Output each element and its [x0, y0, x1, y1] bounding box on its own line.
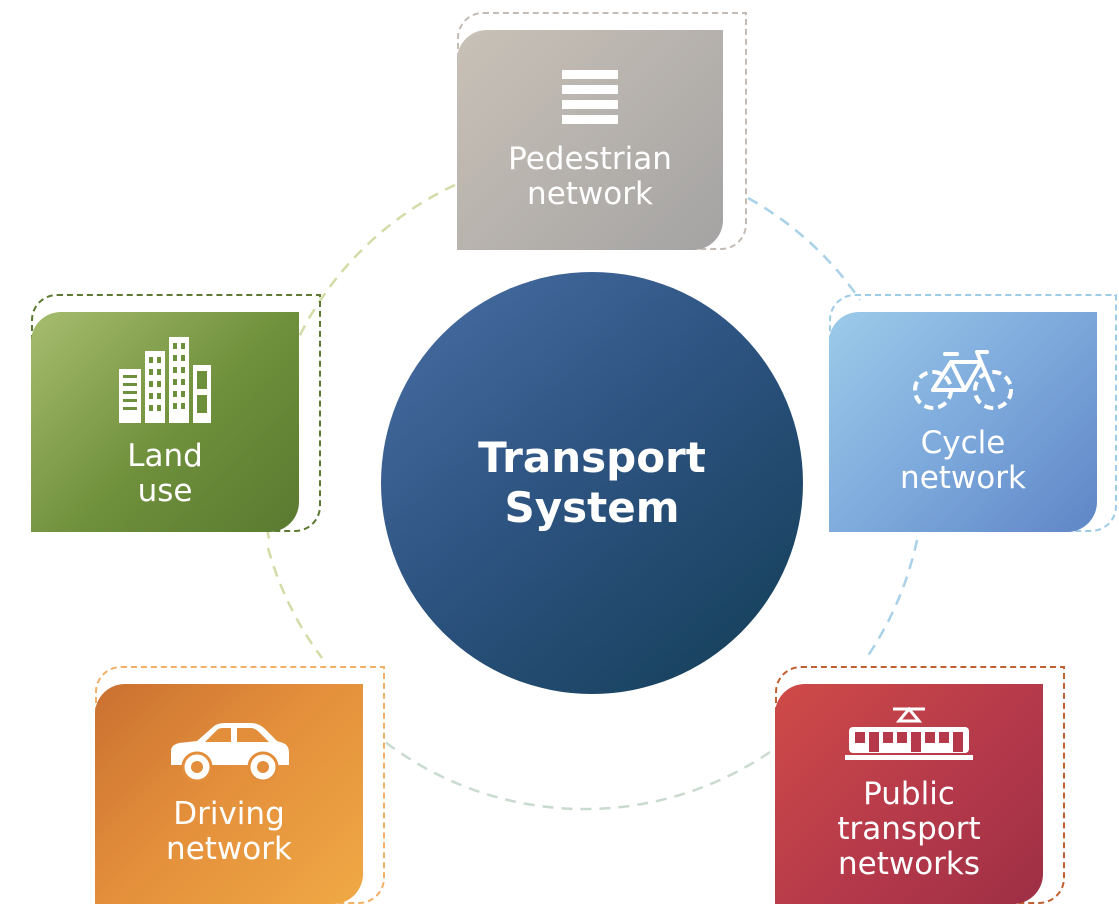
car-icon: [171, 723, 289, 783]
cycle-label: Cycle network: [900, 426, 1026, 496]
land-label-line1: Land: [127, 438, 203, 474]
cycle-network-node: Cycle network: [829, 294, 1117, 532]
land-use-node: Land use: [31, 294, 321, 532]
driving-label-line2: network: [166, 831, 292, 867]
center-title: Transport System: [462, 433, 722, 533]
cycle-label-line2: network: [900, 460, 1026, 496]
public-fill: Public transport networks: [775, 684, 1043, 904]
pedestrian-fill: Pedestrian network: [457, 30, 723, 250]
land-label-line2: use: [137, 473, 193, 509]
pedestrian-label: Pedestrian network: [508, 142, 672, 212]
center-title-line1: Transport: [478, 433, 706, 482]
bicycle-icon: [913, 350, 1013, 410]
public-transport-node: Public transport networks: [775, 666, 1065, 904]
public-label-line1: Public: [863, 775, 955, 812]
driving-network-node: Driving network: [95, 666, 385, 904]
public-label-line2: transport: [837, 810, 981, 847]
driving-fill: Driving network: [95, 684, 363, 904]
tram-icon: [845, 706, 973, 760]
pedestrian-crossing-icon: [562, 70, 618, 124]
pedestrian-label-line1: Pedestrian: [508, 141, 672, 177]
pedestrian-label-line2: network: [527, 176, 653, 212]
public-label: Public transport networks: [837, 775, 981, 882]
driving-label: Driving network: [166, 797, 292, 867]
cycle-fill: Cycle network: [829, 312, 1097, 532]
public-label-line3: networks: [837, 845, 981, 882]
transport-system-center: Transport System: [381, 272, 803, 694]
cycle-label-line1: Cycle: [920, 425, 1006, 461]
land-fill: Land use: [31, 312, 299, 532]
driving-label-line1: Driving: [173, 796, 285, 832]
pedestrian-network-node: Pedestrian network: [457, 12, 747, 250]
center-title-line2: System: [504, 483, 680, 532]
buildings-icon: [119, 337, 211, 423]
land-label: Land use: [127, 439, 203, 509]
